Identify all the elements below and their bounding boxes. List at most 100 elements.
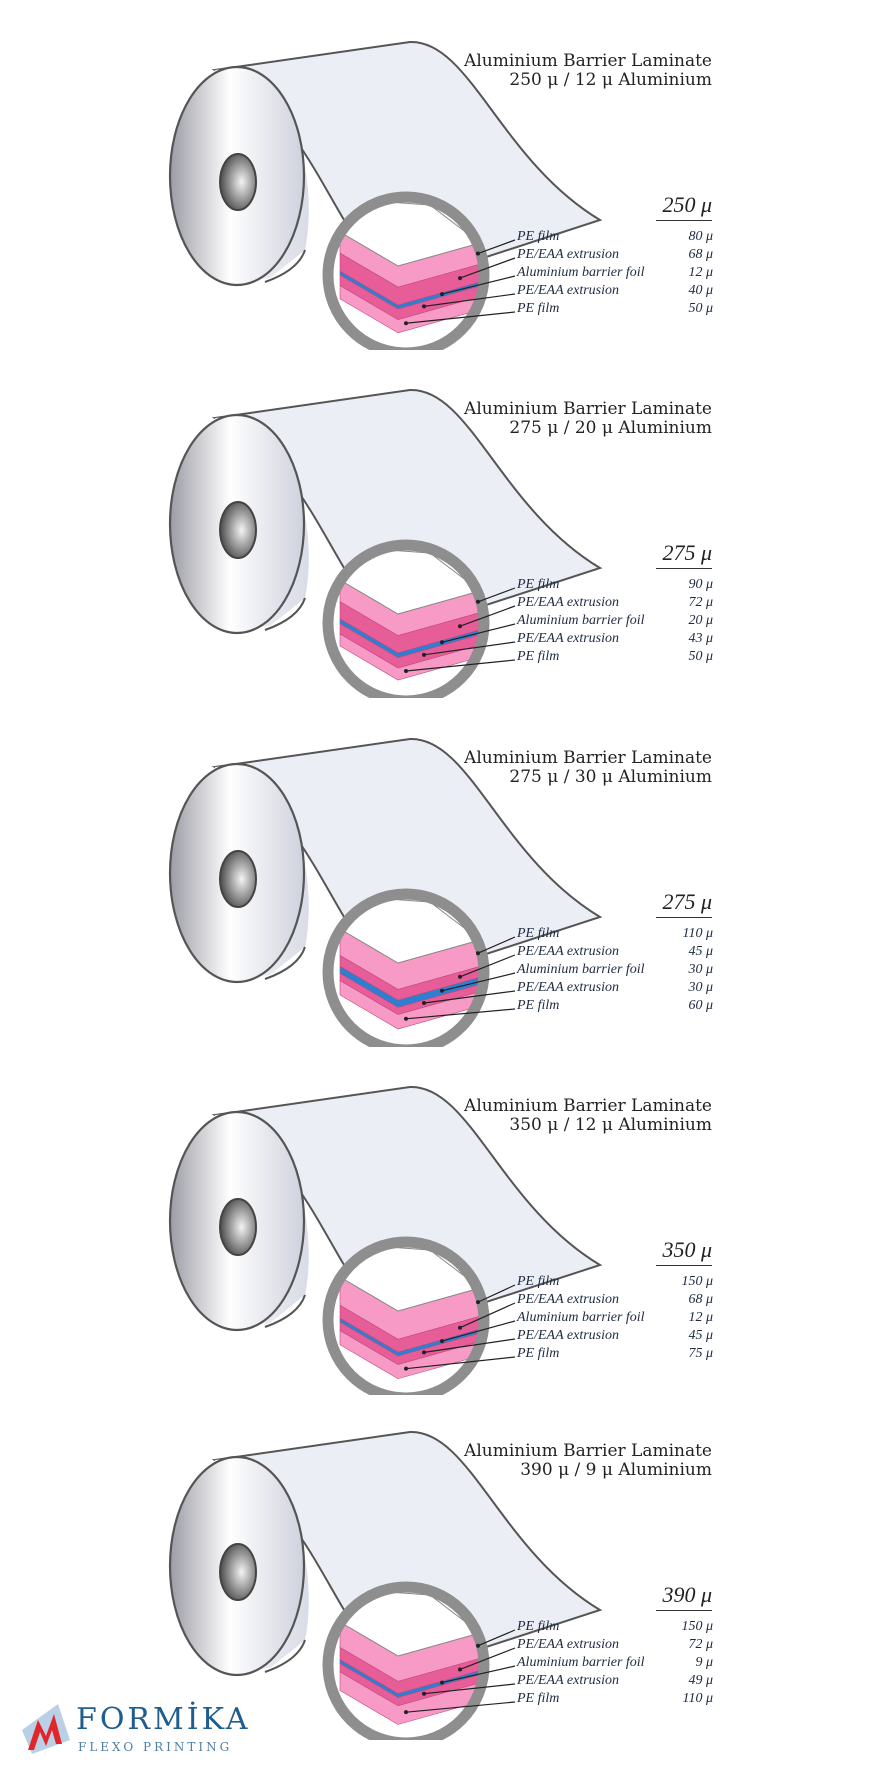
layer-row: PE/EAA extrusion 45 μ (517, 1327, 713, 1345)
layer-thickness: 72 μ (688, 595, 713, 610)
layer-thickness: 45 μ (688, 944, 713, 959)
layer-row: Aluminium barrier foil 12 μ (517, 1309, 713, 1327)
leader-line (441, 1665, 516, 1684)
layer-row: PE/EAA extrusion 72 μ (517, 594, 713, 612)
layer-row: PE film 150 μ (517, 1618, 713, 1636)
roll-illustration (168, 388, 603, 698)
layer-thickness: 30 μ (688, 962, 713, 977)
layer-thickness: 12 μ (688, 1310, 713, 1325)
layer-row: PE/EAA extrusion 40 μ (517, 282, 713, 300)
leader-line (477, 239, 516, 255)
magnifier-ring (322, 539, 490, 698)
layer-row: PE/EAA extrusion 72 μ (517, 1636, 713, 1654)
leader-line (441, 275, 516, 295)
total-thickness: 350 μ (656, 1237, 712, 1266)
roll-illustration (168, 737, 603, 1047)
layer-row: PE film 110 μ (517, 1690, 713, 1708)
layer-name: PE film (517, 1346, 560, 1361)
layer-name: PE film (517, 1619, 560, 1634)
leader-line (477, 1284, 516, 1303)
layer-thickness: 150 μ (681, 1619, 713, 1634)
magnifier-ring (322, 1236, 490, 1395)
total-thickness: 275 μ (656, 889, 712, 918)
layer-thickness: 68 μ (688, 247, 713, 262)
leader-line (423, 1683, 516, 1695)
layer-thickness: 43 μ (688, 631, 713, 646)
laminate-title-line2: 390 μ / 9 μ Aluminium (520, 1460, 712, 1480)
layer-thickness: 110 μ (682, 926, 714, 941)
magnifier-ring (322, 1581, 490, 1740)
layer-thickness: 68 μ (688, 1292, 713, 1307)
layer-thickness: 40 μ (688, 283, 713, 298)
laminate-title-line2: 250 μ / 12 μ Aluminium (509, 70, 712, 90)
layer-thickness: 72 μ (688, 1637, 713, 1652)
roll-core (219, 850, 257, 908)
leader-line (459, 257, 516, 279)
laminate-title-line2: 350 μ / 12 μ Aluminium (509, 1115, 712, 1135)
layer-name: PE film (517, 229, 560, 244)
laminate-title-line1: Aluminium Barrier Laminate (464, 399, 712, 419)
leader-line (405, 1008, 516, 1020)
layer-thickness: 75 μ (688, 1346, 713, 1361)
laminate-title-line2: 275 μ / 30 μ Aluminium (509, 767, 712, 787)
leader-line (423, 293, 516, 307)
roll-illustration (168, 1430, 603, 1740)
layer-name: PE/EAA extrusion (517, 595, 619, 610)
roll-illustration (168, 1085, 603, 1395)
laminate-title-line1: Aluminium Barrier Laminate (464, 1096, 712, 1116)
formika-logo-icon (22, 1704, 70, 1754)
layer-thickness: 90 μ (688, 577, 713, 592)
roll-core (219, 1543, 257, 1601)
leader-line (441, 1320, 516, 1342)
layer-thickness: 20 μ (688, 613, 713, 628)
layer-name: PE/EAA extrusion (517, 1637, 619, 1652)
layer-list: PE film 110 μ PE/EAA extrusion 45 μ Aluminiu… (517, 925, 713, 1015)
total-thickness: 390 μ (656, 1582, 712, 1611)
laminate-title-line2: 275 μ / 20 μ Aluminium (509, 418, 712, 438)
layer-name: PE film (517, 926, 560, 941)
layer-thickness: 50 μ (688, 649, 713, 664)
layer-name: PE film (517, 1691, 560, 1706)
layer-name: PE/EAA extrusion (517, 283, 619, 298)
layer-name: PE/EAA extrusion (517, 1328, 619, 1343)
layer-thickness: 150 μ (681, 1274, 713, 1289)
layer-row: PE film 110 μ (517, 925, 713, 943)
layer-name: Aluminium barrier foil (517, 613, 645, 628)
layer-name: PE film (517, 301, 560, 316)
leader-line (405, 311, 516, 324)
logo-subtitle: FLEXO PRINTING (78, 1740, 233, 1754)
laminate-title-line1: Aluminium Barrier Laminate (464, 1441, 712, 1461)
layer-thickness: 30 μ (688, 980, 713, 995)
layer-thickness: 45 μ (688, 1328, 713, 1343)
leader-line (405, 1701, 516, 1713)
layer-thickness: 9 μ (695, 1655, 713, 1670)
layer-name: Aluminium barrier foil (517, 1310, 645, 1325)
magnifier-ring (322, 191, 490, 350)
roll-illustration (168, 40, 603, 350)
layer-row: PE/EAA extrusion 43 μ (517, 630, 713, 648)
roll-core (219, 1198, 257, 1256)
layer-name: PE/EAA extrusion (517, 944, 619, 959)
layer-name: PE/EAA extrusion (517, 631, 619, 646)
layer-row: PE film 75 μ (517, 1345, 713, 1363)
leader-line (477, 936, 516, 954)
layer-thickness: 110 μ (682, 1691, 714, 1706)
